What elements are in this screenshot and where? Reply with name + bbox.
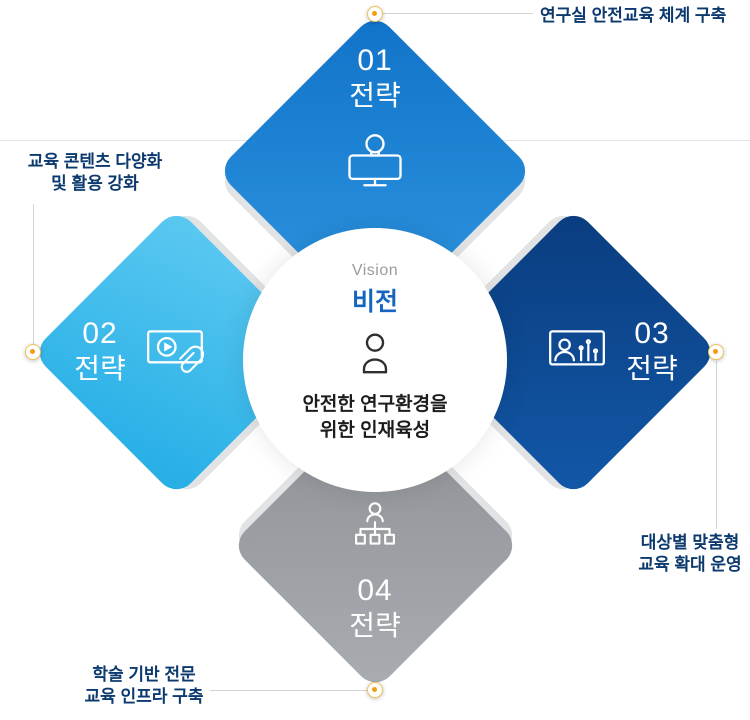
video-presentation-paperclip-icon [142,319,208,385]
callout-strategy-04-line2: 교육 인프라 구축 [84,687,204,707]
org-chart-person-icon [275,498,475,560]
callout-strategy-02-line1: 교육 콘텐츠 다양화 [27,152,163,171]
strategy-03-label: 전략 [626,353,678,384]
callout-strategy-03-line2: 교육 확대 운영 [638,555,742,575]
monitor-lightbulb-icon [275,130,475,198]
strategy-03-number: 03 [634,317,670,350]
vision-statement: 안전한 연구환경을 위한 인재육성 [302,392,447,443]
strategy-02-label: 전략 [74,353,126,384]
vision-statement-line2: 위한 인재육성 [319,419,431,441]
vision-center: Vision 비전 안전한 연구환경을 위한 인재육성 [243,228,507,492]
vision-statement-line1: 안전한 연구환경을 [302,394,448,415]
strategy-03-content: 03 전략 [528,300,694,404]
callout-dot-left [25,344,41,360]
callout-strategy-03-line1: 대상별 맞춤형 [640,533,740,552]
callout-strategy-01: 연구실 안전교육 체계 구축 [540,5,750,27]
callout-strategy-02-line2: 및 활용 강화 [51,174,139,194]
strategy-04-label: 전략 [349,610,401,641]
callout-strategy-02: 교육 콘텐츠 다양화 및 활용 강화 [14,151,176,196]
vision-kicker: Vision [351,262,399,279]
strategy-02-number: 02 [82,317,118,350]
person-bar-chart-icon [544,319,610,385]
strategy-02-content: 02 전략 [58,300,224,404]
callout-line-bottom [210,690,368,691]
vision-title: 비전 [351,288,398,316]
callout-strategy-01-line1: 연구실 안전교육 체계 구축 [540,6,727,25]
callout-dot-right [708,344,724,360]
strategy-01-label: 전략 [349,80,401,111]
callout-strategy-04: 학술 기반 전문 교육 인프라 구축 [76,664,212,709]
strategy-04-content: 04 전략 [275,498,475,644]
callout-strategy-04-line1: 학술 기반 전문 [92,665,196,684]
callout-line-right [716,361,717,529]
strategy-01-number: 01 [357,44,393,77]
strategy-04-number: 04 [357,574,393,607]
callout-dot-bottom [367,682,383,698]
callout-dot-top [367,6,383,22]
strategy-01-content: 01 전략 [275,44,475,198]
callout-line-top [383,13,533,14]
person-icon [348,330,402,384]
callout-strategy-03: 대상별 맞춤형 교육 확대 운영 [630,532,750,577]
callout-line-left [33,204,34,346]
